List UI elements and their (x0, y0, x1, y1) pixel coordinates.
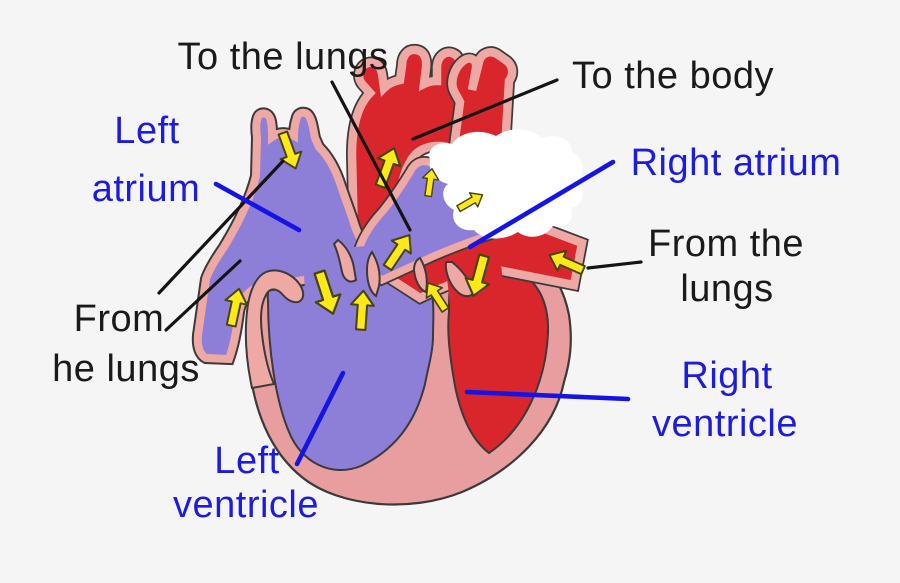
label-from-he-lungs-line1: From (73, 298, 165, 340)
pointer-from-lungs-left-upper (157, 159, 285, 295)
label-right-ventricle-line1: Right (681, 355, 773, 397)
label-to-the-lungs: To the lungs (177, 36, 389, 78)
label-left-atrium-line2: atrium (91, 168, 201, 210)
label-from-the-lungs-line1: From the (647, 223, 805, 265)
valve-flap (365, 250, 381, 298)
pointer-from-lungs-right (586, 260, 643, 270)
valve-flap (332, 238, 358, 283)
valve-flap (412, 256, 428, 294)
label-left-ventricle-line1: Left (214, 440, 280, 482)
pointer-to-the-lungs (330, 80, 412, 232)
label-from-he-lungs-line2: he lungs (52, 348, 200, 390)
label-left-atrium-line1: Left (114, 110, 180, 152)
label-right-ventricle-line2: ventricle (652, 403, 798, 445)
white-highlight (429, 129, 583, 239)
pointer-right-atrium (467, 159, 616, 250)
pointer-to-the-body (411, 78, 559, 141)
label-from-the-lungs-line2: lungs (680, 268, 774, 310)
valve-flap (444, 261, 476, 298)
label-left-ventricle-line2: ventricle (173, 484, 319, 526)
pointer-from-lungs-left-lower (164, 259, 242, 332)
pointer-left-atrium (213, 181, 302, 233)
pointer-right-ventricle (464, 389, 631, 402)
label-right-atrium: Right atrium (630, 142, 842, 184)
pointer-left-ventricle (294, 370, 346, 467)
valve-flap (244, 269, 305, 390)
label-to-the-body: To the body (572, 55, 774, 97)
